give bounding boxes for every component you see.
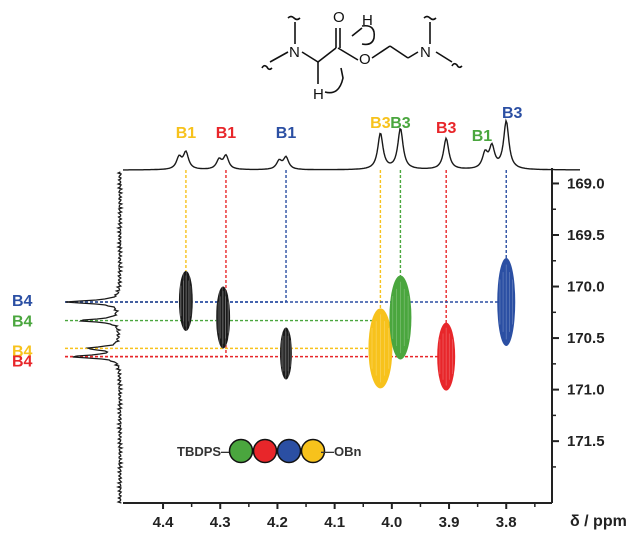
wavy-bond-left-top	[287, 15, 301, 21]
bond-11	[435, 51, 453, 63]
cross-peak	[280, 327, 293, 380]
top-peak-label: B3	[370, 115, 391, 132]
top-peak-label: B1	[472, 128, 493, 145]
x-tick-label: 4.4	[153, 514, 175, 531]
atom-n-left: N	[289, 44, 300, 61]
legend: TBDPS— —OBn	[177, 438, 362, 464]
y-tick-label: 171.0	[567, 382, 605, 399]
bond-h	[351, 27, 363, 37]
top-peak-label: B1	[276, 125, 297, 142]
x-axis-ticks: 4.4 4.3 4.2 4.1 4.0 3.9 3.8	[153, 503, 536, 531]
y-tick-label: 170.5	[567, 330, 605, 347]
legend-circle-green	[228, 438, 254, 464]
top-peak-label: B3	[502, 105, 523, 122]
left-peak-label: B4	[12, 354, 33, 371]
left-projection-trace	[65, 171, 124, 504]
x-tick-label: 4.1	[324, 514, 345, 531]
wavy-bond-right-bottom	[451, 62, 463, 69]
bond-9	[407, 51, 419, 59]
cross-peak	[178, 270, 193, 331]
wavy-bond-right-top	[423, 15, 437, 21]
arrow-curve-top	[361, 24, 376, 46]
atom-h-bottom: H	[313, 86, 324, 103]
left-peak-label: B4	[12, 314, 33, 331]
legend-circles	[228, 438, 326, 464]
cross-peaks	[178, 258, 516, 391]
left-projection	[65, 171, 124, 504]
arrow-curve-bottom	[324, 67, 344, 94]
bond-4	[317, 47, 337, 63]
cross-peak	[497, 258, 516, 346]
cross-peak	[437, 322, 456, 391]
x-tick-label: 3.8	[496, 514, 517, 531]
y-tick-label: 169.5	[567, 227, 605, 244]
cross-peak	[389, 275, 412, 360]
bond-6	[337, 47, 359, 61]
legend-prefix: TBDPS—	[177, 444, 234, 459]
atom-n-right: N	[420, 44, 431, 61]
x-tick-label: 4.0	[381, 514, 402, 531]
legend-suffix: —OBn	[321, 444, 362, 459]
cross-peak	[216, 286, 231, 349]
chemical-structure	[261, 15, 463, 94]
axes	[123, 168, 553, 504]
x-tick-label: 4.2	[267, 514, 288, 531]
legend-circle-blue	[276, 438, 302, 464]
top-peak-label: B3	[436, 120, 457, 137]
y-axis-ticks: 169.0 169.5 170.0 170.5 171.0 171.5	[552, 175, 605, 468]
top-projection-trace	[123, 118, 580, 171]
bond-3	[301, 51, 319, 63]
bond-8	[389, 45, 409, 59]
x-axis-title: δ / ppm	[570, 513, 627, 530]
y-tick-label: 170.0	[567, 279, 605, 296]
top-peak-label: B1	[216, 125, 237, 142]
x-tick-label: 3.9	[439, 514, 460, 531]
atom-h-top: H	[362, 12, 373, 29]
top-peak-label: B3	[390, 115, 411, 132]
atom-o-ester: O	[359, 51, 371, 68]
cross-peak	[368, 308, 393, 389]
bond-2	[269, 51, 289, 63]
top-projection	[123, 118, 580, 171]
left-peak-label: B4	[12, 343, 33, 360]
y-tick-label: 169.0	[567, 175, 605, 192]
structure-atoms: N O O H N H	[289, 9, 431, 103]
legend-circle-yellow	[300, 438, 326, 464]
atom-o-carbonyl: O	[333, 9, 345, 26]
left-peak-label: B4	[12, 293, 33, 310]
top-peak-label: B1	[176, 125, 197, 142]
legend-circle-red	[252, 438, 278, 464]
y-tick-label: 171.5	[567, 433, 605, 450]
bond-7	[371, 45, 391, 59]
x-tick-label: 4.3	[210, 514, 231, 531]
wavy-bond-left-bottom	[261, 64, 273, 71]
